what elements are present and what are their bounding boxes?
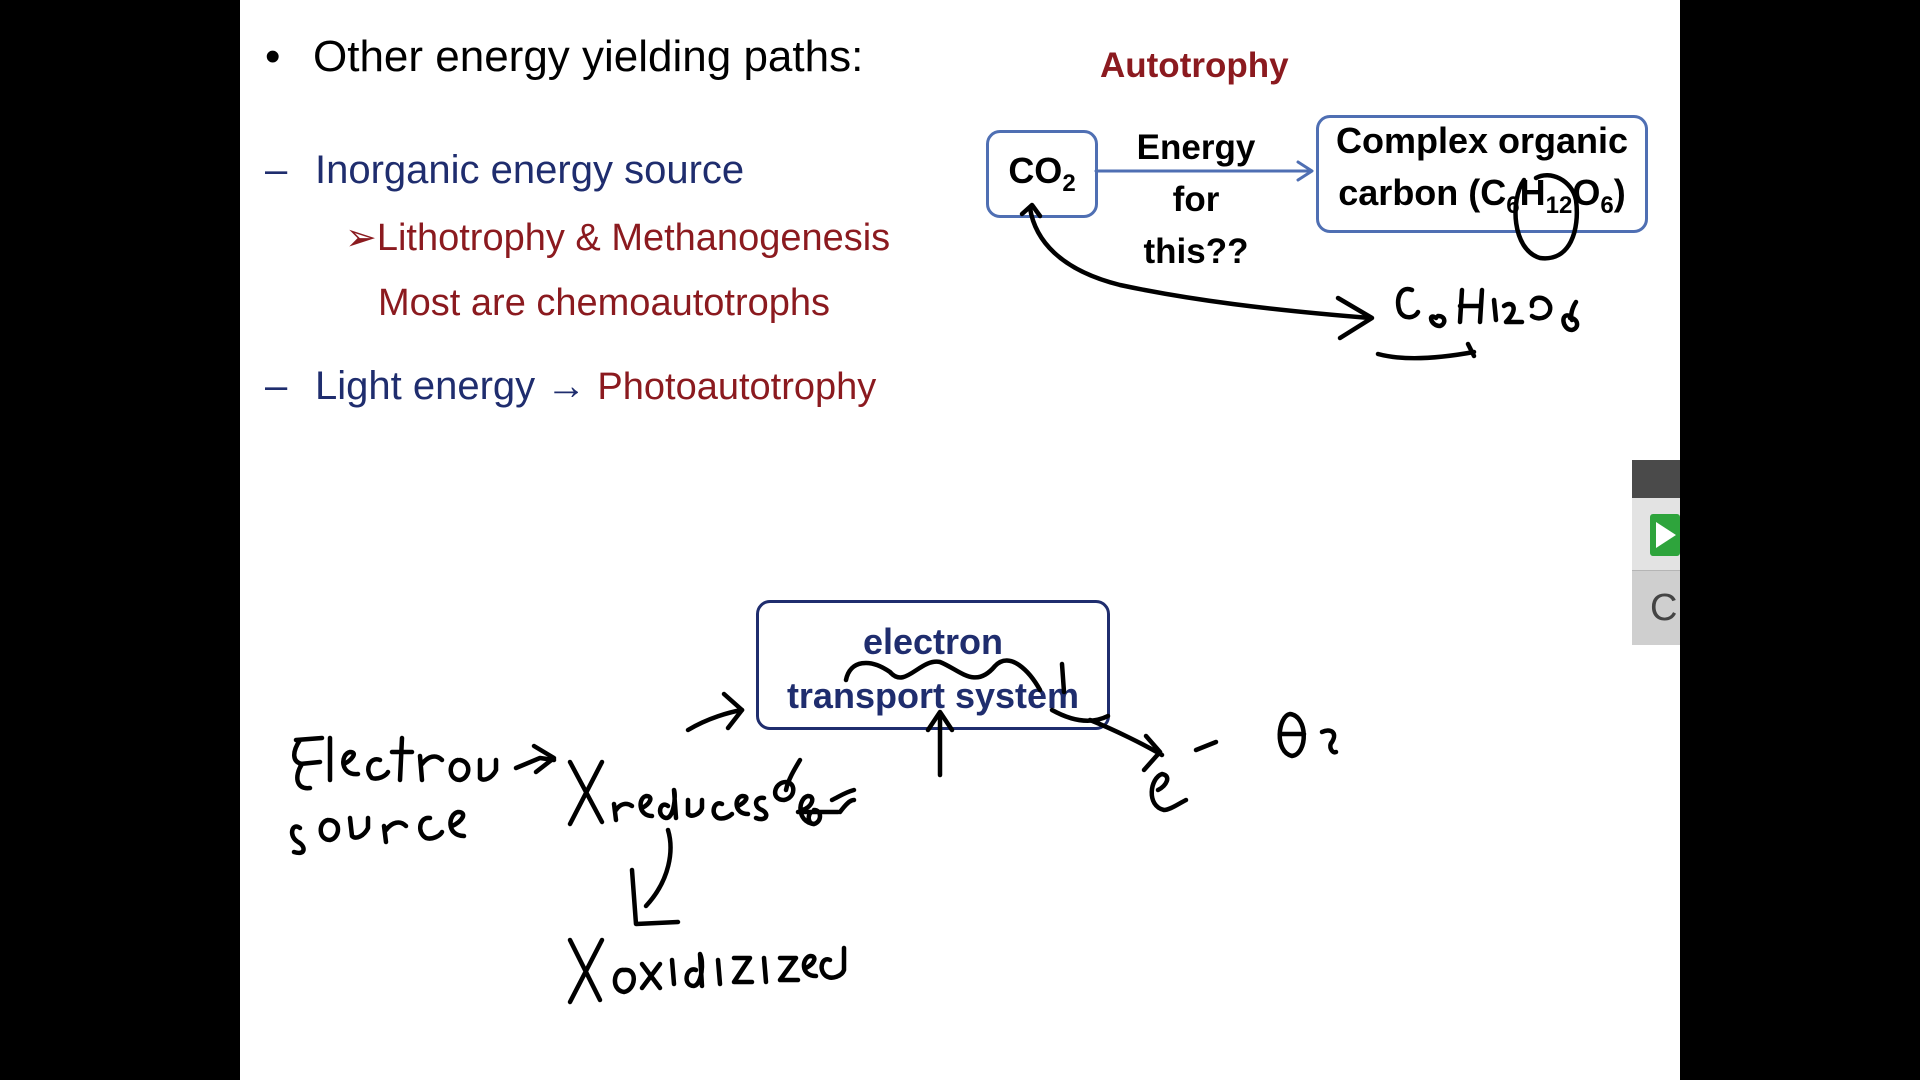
co2-text: CO2 — [1008, 149, 1076, 198]
inorganic-item: –Inorganic energy source — [265, 148, 744, 193]
light-text: Light energy — [315, 364, 536, 408]
side-toolbar: C — [1632, 460, 1680, 645]
side-toolbar-header — [1632, 460, 1680, 498]
dash-marker: – — [265, 364, 288, 408]
light-item: –Light energy → Photoautotrophy — [265, 364, 876, 409]
right-arrow-icon: → — [546, 364, 587, 408]
electron-transport-box: electron transport system — [756, 600, 1110, 730]
chemo-text: Most are chemoautotrophs — [378, 282, 831, 324]
autotrophy-title: Autotrophy — [1100, 46, 1289, 85]
main-bullet-text: Other energy yielding paths: — [313, 32, 864, 81]
complex-carbon-box: Complex organic carbon (C6H12O6) — [1316, 115, 1648, 233]
play-icon[interactable] — [1656, 522, 1676, 548]
arrow-marker-icon: ➢ — [345, 217, 377, 259]
bullet-dot: • — [265, 32, 281, 81]
litho-text: Lithotrophy & Methanogenesis — [376, 217, 891, 259]
complex-line2: carbon (C6H12O6) — [1338, 172, 1626, 220]
ets-line2: transport system — [786, 675, 1080, 716]
slide-canvas: •Other energy yielding paths: –Inorganic… — [240, 0, 1680, 1080]
co2-box: CO2 — [986, 130, 1098, 218]
main-bullet: • Other energy yielding paths: — [265, 32, 863, 82]
photo-text: Photoautotrophy — [597, 366, 877, 408]
complex-line1: Complex organic — [1335, 120, 1629, 162]
energy-label: Energy for this?? — [1136, 128, 1256, 271]
dash-marker: – — [265, 148, 288, 192]
side-toolbar-letter[interactable]: C — [1632, 570, 1680, 645]
litho-item: ➢Lithotrophy & Methanogenesis — [345, 215, 890, 260]
ets-line1: electron — [862, 621, 1004, 662]
inorganic-text: Inorganic energy source — [315, 148, 745, 192]
